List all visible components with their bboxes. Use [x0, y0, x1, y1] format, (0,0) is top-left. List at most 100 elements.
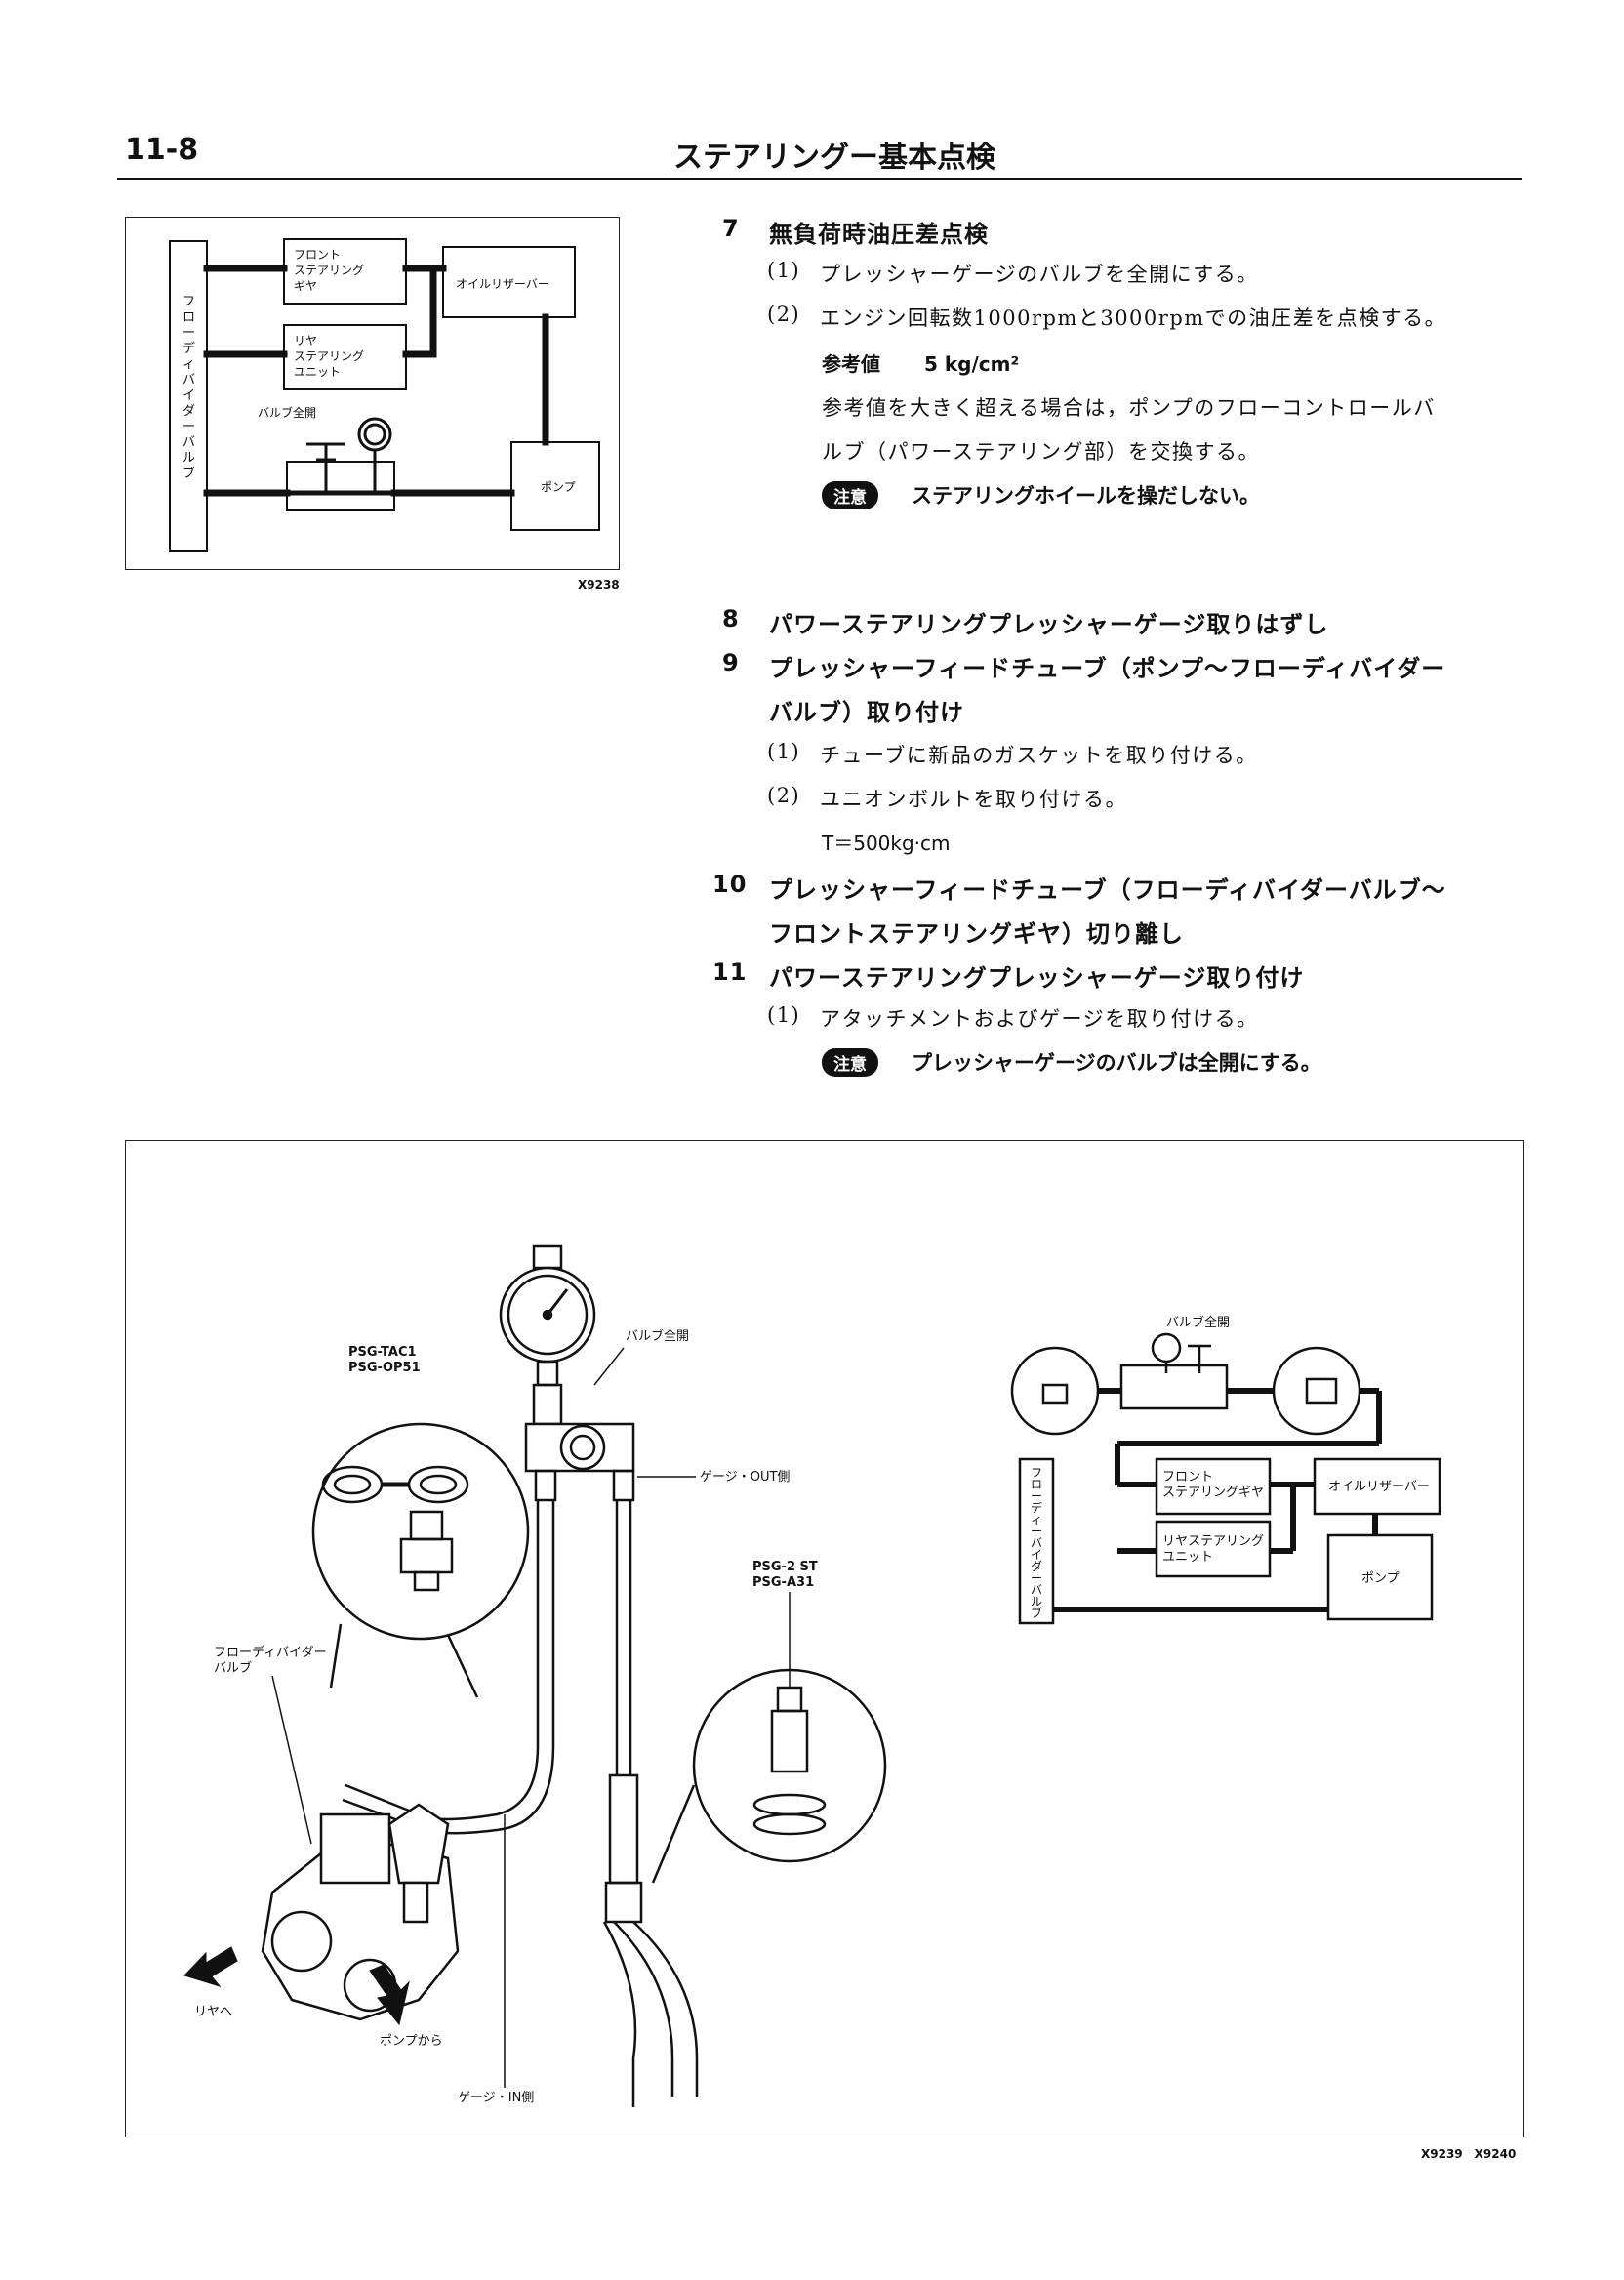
- flow-divider-valve-body: [261, 1803, 460, 2021]
- step-9-heading: 9 プレッシャーフィードチューブ（ポンプ〜フローディバイダー: [722, 649, 1532, 683]
- fig1-front-gear-line3: ギヤ: [294, 279, 317, 293]
- fig1-rear-unit-line3: ユニット: [294, 365, 341, 379]
- right-diagram-boxes: [1010, 1332, 1441, 1625]
- step-9-sub-2-number: (2): [767, 784, 801, 807]
- flow-arrows: [183, 1946, 410, 2026]
- tool-1a-label: PSG-TAC1: [348, 1345, 417, 1360]
- pump-box: [510, 441, 600, 531]
- right-fd-6: バ: [1031, 1536, 1042, 1550]
- caution-badge: 注意: [822, 481, 878, 509]
- fig1-pump-label: ポンプ: [541, 480, 576, 494]
- from-pump-arrow: [369, 1964, 410, 2026]
- gauge-block: [286, 461, 395, 511]
- figure-2-id: X9239 X9240: [1421, 2147, 1517, 2161]
- right-pump-label: ポンプ: [1361, 1571, 1400, 1586]
- reference-note-line-1: 参考値を大きく超える場合は，ポンプのフローコントロールバ: [822, 396, 1436, 420]
- right-fd-9: ー: [1031, 1571, 1042, 1585]
- fig1-fd-1: ロ: [183, 310, 195, 325]
- caution-badge: 注意: [822, 1048, 878, 1077]
- caution-11: 注意 プレッシャーゲージのバルブは全開にする。: [822, 1047, 1321, 1077]
- step-9-sub-1-number: (1): [767, 740, 801, 763]
- gauge-in-label: ゲージ・IN側: [458, 2091, 534, 2105]
- right-rear-unit-line-1: リヤステアリング: [1162, 1534, 1264, 1549]
- fig1-fd-10: ル: [183, 451, 195, 466]
- step-11-sub-1: (1) アタッチメントおよびゲージを取り付ける。: [767, 1003, 1528, 1033]
- figure-1-id: X9238: [578, 578, 620, 591]
- step-7-sub-2: (2) エンジン回転数1000rpmと3000rpmでの油圧差を点検する。: [767, 303, 1528, 332]
- fig1-front-gear-line2: ステアリング: [294, 264, 364, 277]
- step-11-sub-1-text: アタッチメントおよびゲージを取り付ける。: [820, 1007, 1259, 1031]
- step-7-sub-1-number: (1): [767, 259, 801, 282]
- inset-circle-2: [651, 1668, 887, 1884]
- fig1-rear-unit-line1: リヤ: [294, 334, 317, 347]
- step-9-sub-1-text: チューブに新品のガスケットを取り付ける。: [820, 744, 1258, 767]
- figure-2-svg: PSG-TAC1 PSG-OP51 バルブ全開 ゲージ・OUT側 PSG-2 S…: [183, 1244, 1441, 2107]
- step-9-title-line-2: バルブ）取り付け: [769, 699, 964, 726]
- fig1-fd-3: デ: [183, 341, 195, 356]
- reference-value-row: 参考値 5 kg/cm²: [822, 348, 1019, 377]
- step-10-number: 10: [712, 871, 748, 898]
- torque-spec: T＝500kg·cm: [822, 832, 951, 855]
- step-7-title: 無負荷時油圧差点検: [769, 221, 989, 248]
- fig1-fd-6: イ: [183, 388, 195, 403]
- valve-open-label: バルブ全開: [626, 1328, 689, 1344]
- tool-2a-label: PSG-2 ST: [752, 1560, 818, 1574]
- header-rule: [117, 178, 1522, 180]
- reservoir-box: [442, 246, 576, 318]
- step-9-number: 9: [722, 649, 740, 676]
- right-reservoir-label: オイルリザーバー: [1328, 1480, 1430, 1494]
- from-pump-label: ポンプから: [380, 2034, 443, 2049]
- right-fd-7: イ: [1031, 1548, 1042, 1562]
- caution-11-text: プレッシャーゲージのバルブは全開にする。: [912, 1051, 1321, 1075]
- fig1-fd-4: ィ: [183, 357, 195, 372]
- reference-value: 5 kg/cm²: [923, 352, 1020, 376]
- right-fd-8: ダ: [1031, 1559, 1042, 1573]
- flow-divider-box: [169, 240, 208, 552]
- fig1-valve-open-label: バルブ全開: [258, 405, 316, 420]
- step-7-sub-2-text: エンジン回転数1000rpmと3000rpmでの油圧差を点検する。: [820, 306, 1447, 330]
- right-fd-10: バ: [1031, 1583, 1042, 1597]
- right-fd-3: デ: [1031, 1500, 1042, 1515]
- right-diagram-lines: [1053, 1388, 1382, 1612]
- fig1-reservoir-label: オイルリザーバー: [456, 277, 549, 291]
- right-fd-11: ル: [1031, 1595, 1042, 1608]
- fig1-fd-5: バ: [183, 373, 195, 387]
- to-rear-arrow: [183, 1946, 238, 1987]
- fig1-fd-11: ブ: [183, 466, 195, 481]
- flow-divider-label-line-2: バルブ: [214, 1660, 252, 1676]
- step-11-sub-1-number: (1): [767, 1003, 801, 1027]
- step-9-sub-2: (2) ユニオンボルトを取り付ける。: [767, 784, 1528, 813]
- step-7-sub-1: (1) プレッシャーゲージのバルブを全開にする。: [767, 259, 1528, 288]
- gauge-hoses: [342, 1500, 699, 2107]
- fig1-fd-9: バ: [183, 435, 195, 450]
- inset-circle-1: [311, 1422, 530, 1698]
- figure-1-svg: フロント ステアリング ギヤ リヤ ステアリング ユニット オイルリザーバー ポ…: [169, 238, 600, 552]
- step-11-number: 11: [712, 958, 748, 986]
- right-fd-4: ィ: [1031, 1513, 1042, 1527]
- fig1-rear-unit-line2: ステアリング: [294, 349, 364, 363]
- right-front-gear-line-1: フロント: [1162, 1470, 1213, 1485]
- step-10-title-line-2: フロントステアリングギヤ）切り離し: [769, 920, 1184, 948]
- pressure-gauge-assembly: [499, 1244, 635, 1502]
- step-10-heading: 10 プレッシャーフィードチューブ（フローディバイダーバルブ〜: [712, 871, 1532, 905]
- step-9-sub-2-text: ユニオンボルトを取り付ける。: [820, 788, 1127, 811]
- step-11-heading: 11 パワーステアリングプレッシャーゲージ取り付け: [712, 958, 1532, 993]
- fig1-fd-0: フ: [183, 295, 195, 309]
- step-10-title-line-1: プレッシャーフィードチューブ（フローディバイダーバルブ〜: [769, 876, 1446, 904]
- step-7-heading: 7 無負荷時油圧差点検: [722, 215, 1522, 249]
- fig1-fd-2: ー: [183, 326, 195, 341]
- right-rear-unit-line-2: ユニット: [1162, 1550, 1213, 1565]
- figure-1-block-diagram: フロント ステアリング ギヤ リヤ ステアリング ユニット オイルリザーバー ポ…: [125, 217, 620, 570]
- tool-1b-label: PSG-OP51: [348, 1361, 421, 1375]
- right-fd-5: ー: [1031, 1525, 1042, 1538]
- page-title: ステアリングー基本点検: [673, 141, 995, 175]
- reference-note-line-2: ルブ（パワーステアリング部）を交換する。: [822, 440, 1260, 464]
- page-number: 11-8: [125, 133, 199, 167]
- flow-divider-label-line-1: フローディバイダー: [214, 1645, 327, 1660]
- step-7-sub-1-text: プレッシャーゲージのバルブを全開にする。: [820, 263, 1259, 286]
- right-fd-0: フ: [1031, 1466, 1042, 1480]
- right-front-gear-line-2: ステアリングギヤ: [1162, 1486, 1264, 1500]
- fig1-front-gear-line1: フロント: [294, 248, 341, 262]
- to-rear-label: リヤへ: [194, 2005, 232, 2019]
- step-8-heading: 8 パワーステアリングプレッシャーゲージ取りはずし: [722, 605, 1522, 639]
